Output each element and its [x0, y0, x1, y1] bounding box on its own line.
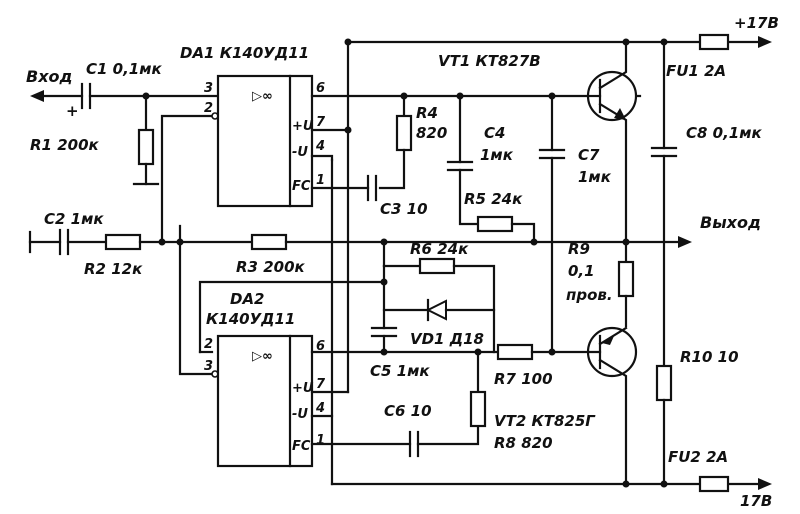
r2-label: R2 12к — [84, 260, 143, 278]
da2-opamp: ▷∞ +U -U FC 2 3 6 7 4 1 — [198, 280, 554, 468]
da1-minus-u: -U — [292, 145, 308, 160]
c3-label: С3 10 — [380, 200, 428, 218]
output-label: Выход — [700, 213, 761, 232]
r4-name: R4 — [416, 104, 438, 122]
r9-note: пров. — [566, 286, 613, 304]
input-label: Вход — [26, 67, 72, 86]
vd1-label: VD1 Д18 — [410, 330, 484, 348]
c7 — [538, 92, 566, 356]
vt2-transistor — [550, 326, 638, 488]
da2-label-2: К140УД11 — [206, 310, 295, 328]
da1-plus-u: +U — [292, 119, 314, 134]
da1-pin4: 4 — [315, 139, 325, 154]
vt1-label: VT1 КТ827В — [438, 52, 541, 70]
r9 — [617, 240, 635, 328]
da1-pin7: 7 — [316, 115, 326, 130]
c2-label: С2 1мк — [44, 210, 104, 228]
c1-label: С1 0,1мк — [86, 60, 163, 78]
c6-label: С6 10 — [384, 402, 432, 420]
r4-value: 820 — [416, 124, 447, 142]
c8-label: С8 0,1мк — [686, 124, 763, 142]
vt2-label: VT2 КТ825Г — [494, 412, 596, 430]
c7-name: С7 — [578, 146, 600, 164]
da1-pin6: 6 — [316, 81, 325, 96]
da2-pin3: 3 — [204, 359, 213, 374]
r8-label: R8 820 — [494, 434, 553, 452]
r3-label: R3 200к — [236, 258, 306, 276]
c8-r10 — [650, 38, 678, 488]
r10-label: R10 10 — [680, 348, 739, 366]
c4-r5 — [446, 92, 538, 246]
vt1-transistor — [586, 38, 638, 246]
fu2-label: FU2 2А — [668, 448, 728, 466]
positive-rail — [346, 33, 772, 394]
r6-label: R6 24к — [410, 240, 469, 258]
da1-pin3: 3 — [204, 81, 213, 96]
svg-text:▷∞: ▷∞ — [252, 89, 273, 104]
r8 — [469, 348, 487, 428]
c5-label: С5 1мк — [370, 362, 430, 380]
da2-fc: FC — [292, 439, 311, 454]
da2-label-1: DA2 — [230, 290, 265, 308]
da2-pin7: 7 — [316, 377, 326, 392]
r5-label: R5 24к — [464, 190, 523, 208]
c7-value: 1мк — [578, 168, 612, 186]
da2-minus-u: -U — [292, 407, 308, 422]
svg-text:▷∞: ▷∞ — [252, 349, 273, 364]
da1-label: DA1 К140УД11 — [180, 44, 309, 62]
da1-pin2: 2 — [204, 101, 213, 116]
da2-pin2: 2 — [204, 337, 213, 352]
r3-feedback — [160, 224, 692, 378]
plus17-label: +17В — [734, 14, 779, 32]
r9-name: R9 — [568, 240, 590, 258]
r9-value: 0,1 — [568, 262, 595, 280]
da2-pin1: 1 — [316, 433, 325, 448]
r1-label: R1 200к — [30, 136, 100, 154]
input-stage — [30, 82, 218, 186]
negative-rail — [330, 158, 772, 493]
da2-pin6: 6 — [316, 339, 325, 354]
da2-plus-u: +U — [292, 381, 314, 396]
c2-r2-branch — [28, 112, 219, 256]
fu1-label: FU1 2А — [666, 62, 726, 80]
c4-name: С4 — [484, 124, 505, 142]
da1-opamp: ▷∞ +U -U FC 3 2 6 7 4 1 — [204, 74, 642, 208]
r7-label: R7 100 — [494, 370, 553, 388]
r6-vd1-c5 — [370, 240, 496, 356]
c4-value: 1мк — [480, 146, 514, 164]
da1-fc: FC — [292, 179, 311, 194]
da1-pin1: 1 — [316, 173, 325, 188]
da2-pin4: 4 — [315, 401, 325, 416]
c1-plus-sign: + — [66, 102, 79, 120]
minus17-label: 17В — [740, 492, 772, 510]
r4-c3 — [366, 92, 413, 202]
